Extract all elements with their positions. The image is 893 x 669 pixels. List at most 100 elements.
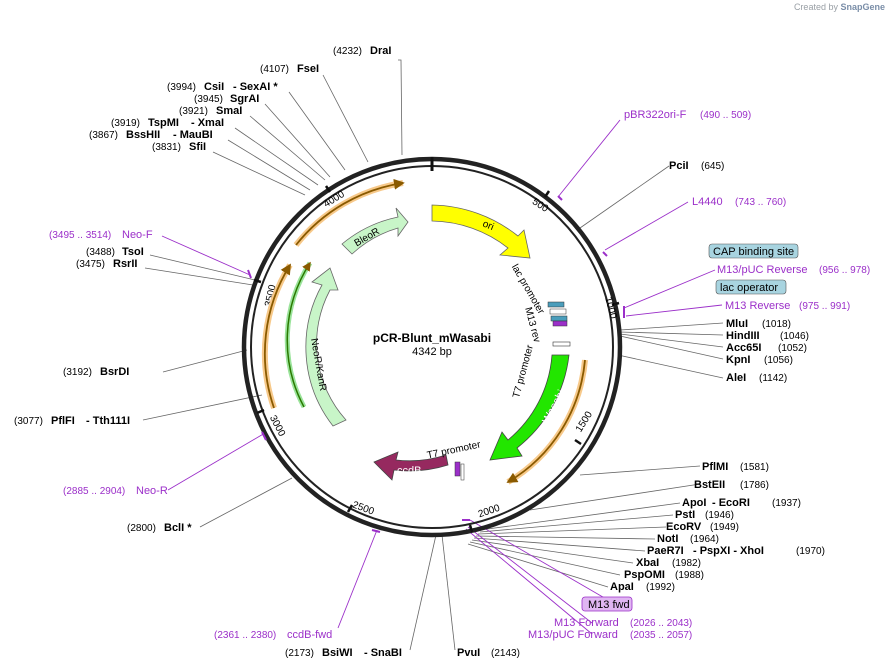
primer-m13puc-rev[interactable]: M13/pUC Reverse <box>717 264 807 276</box>
site-pvui[interactable]: PvuI <box>457 647 480 659</box>
site-paer7i-pos: (1970) <box>796 546 825 557</box>
snapgene-logo: SnapGene <box>840 2 885 12</box>
site-rsrii[interactable]: RsrII <box>113 258 137 270</box>
primer-m13-forward[interactable]: M13 Forward <box>554 617 619 629</box>
primer-pbr322ori-f[interactable]: pBR322ori-F <box>624 109 687 121</box>
primer-neo-r-range: (2885 .. 2904) <box>63 486 125 497</box>
site-ecorv[interactable]: EcoRV <box>666 521 702 533</box>
site-ecori[interactable]: - EcoRI <box>712 497 750 509</box>
site-bcli-pos: (2800) <box>127 523 156 534</box>
site-fsei[interactable]: FseI <box>297 63 319 75</box>
site-xbai[interactable]: XbaI <box>636 557 659 569</box>
site-pspxi-xhoi[interactable]: - PspXI - XhoI <box>693 545 764 557</box>
site-pcii-pos: (645) <box>701 161 724 172</box>
primer-l4440[interactable]: L4440 <box>692 196 723 208</box>
site-psti[interactable]: PstI <box>675 509 695 521</box>
m13-fwd-box[interactable] <box>581 596 633 612</box>
site-mlui[interactable]: MluI <box>726 318 748 330</box>
site-psti-pos: (1946) <box>705 510 734 521</box>
site-apoi[interactable]: ApoI <box>682 497 706 509</box>
site-bsrdi[interactable]: BsrDI <box>100 366 129 378</box>
site-noti-pos: (1964) <box>690 534 719 545</box>
site-drai[interactable]: DraI <box>370 45 391 57</box>
site-xmai[interactable]: - XmaI <box>191 117 224 129</box>
lac-operator-label: lac operator <box>720 282 778 294</box>
site-smai[interactable]: SmaI <box>216 105 242 117</box>
site-bsiwi-pos: (2173) <box>285 648 314 659</box>
lac-operator-box[interactable] <box>715 279 787 295</box>
site-apai[interactable]: ApaI <box>610 581 634 593</box>
site-sgrai[interactable]: SgrAI <box>230 93 259 105</box>
t7-promoter-label-1: T7 promoter <box>511 343 536 399</box>
site-hindiii-pos: (1046) <box>780 331 809 342</box>
site-maubi[interactable]: - MauBI <box>173 129 213 141</box>
site-alei-pos: (1142) <box>759 373 787 384</box>
site-drai-pos: (4232) <box>333 46 362 57</box>
site-apai-pos: (1992) <box>646 582 675 593</box>
ori-feature[interactable] <box>431 204 531 259</box>
site-snabi[interactable]: - SnaBI <box>364 647 402 659</box>
site-bcli[interactable]: BclI * <box>164 522 192 534</box>
site-sexai[interactable]: - SexAI * <box>233 81 278 93</box>
primer-m13-reverse[interactable]: M13 Reverse <box>725 300 790 312</box>
site-csii[interactable]: CsiI <box>204 81 224 93</box>
site-fsei-pos: (4107) <box>260 64 289 75</box>
site-acc65i-pos: (1052) <box>778 343 807 354</box>
site-bsrdi-pos: (3192) <box>63 367 92 378</box>
primer-m13puc-forward[interactable]: M13/pUC Forward <box>528 629 618 641</box>
site-noti[interactable]: NotI <box>657 533 678 545</box>
site-pflmi-pos: (1581) <box>740 462 769 473</box>
site-ecorv-pos: (1949) <box>710 522 739 533</box>
primer-ccdb-fwd[interactable]: ccdB-fwd <box>287 629 332 641</box>
cap-binding-label: CAP binding site <box>713 246 794 258</box>
site-pspomi[interactable]: PspOMI <box>624 569 665 581</box>
site-pflmi[interactable]: PflMI <box>702 461 728 473</box>
site-sfii-pos: (3831) <box>152 142 181 153</box>
site-tth111i[interactable]: - Tth111I <box>86 415 130 427</box>
site-apoi-pos: (1937) <box>772 498 801 509</box>
primer-neo-r[interactable]: Neo-R <box>136 485 168 497</box>
cap-binding-box[interactable] <box>708 243 799 259</box>
snapgene-credit: Created by SnapGene <box>794 2 885 12</box>
site-kpni[interactable]: KpnI <box>726 354 750 366</box>
plasmid-length: 4342 bp <box>412 346 452 358</box>
tick-2000: 2000 <box>477 503 502 520</box>
scale-ticks <box>253 185 620 533</box>
site-paer7i[interactable]: PaeR7I <box>647 545 684 557</box>
site-xbai-pos: (1982) <box>672 558 701 569</box>
site-bsteii-pos: (1786) <box>740 480 769 491</box>
primer-neo-f[interactable]: Neo-F <box>122 229 153 241</box>
site-kpni-pos: (1056) <box>764 355 793 366</box>
site-bsshii[interactable]: BssHII <box>126 129 160 141</box>
site-bsteii[interactable]: BstEII <box>694 479 725 491</box>
site-smai-pos: (3921) <box>179 106 208 117</box>
ccdb-feature[interactable] <box>373 451 449 481</box>
site-tspmi[interactable]: TspMI <box>148 117 179 129</box>
site-hindiii[interactable]: HindIII <box>726 330 760 342</box>
primer-marks <box>247 195 625 533</box>
orf-arcs <box>261 178 588 485</box>
plasmid-name: pCR-Blunt_mWasabi <box>373 331 491 345</box>
site-sfii[interactable]: SfiI <box>189 141 206 153</box>
site-alei[interactable]: AleI <box>726 372 746 384</box>
primer-leaders <box>161 119 723 635</box>
primer-pbr322ori-f-range: (490 .. 509) <box>700 110 751 121</box>
lac-elements <box>454 301 571 481</box>
site-acc65i[interactable]: Acc65I <box>726 342 761 354</box>
site-bsiwi[interactable]: BsiWI <box>322 647 353 659</box>
bleor-feature[interactable] <box>341 207 409 255</box>
site-tsoi-pos: (3488) <box>86 247 115 258</box>
site-pcii[interactable]: PciI <box>669 160 689 172</box>
site-bsshii-pos: (3867) <box>89 130 118 141</box>
site-pvui-pos: (2143) <box>491 648 520 659</box>
primer-m13puc-rev-range: (956 .. 978) <box>819 265 870 276</box>
mwasabi-feature[interactable] <box>489 354 570 461</box>
site-rsrii-pos: (3475) <box>76 259 105 270</box>
site-pflfi[interactable]: PflFI <box>51 415 75 427</box>
primer-neo-f-range: (3495 .. 3514) <box>49 230 111 241</box>
primer-ccdb-fwd-range: (2361 .. 2380) <box>214 630 276 641</box>
site-tsoi[interactable]: TsoI <box>122 246 144 258</box>
ccdb-label: ccdB <box>397 465 421 477</box>
neokan-feature[interactable] <box>305 267 347 427</box>
